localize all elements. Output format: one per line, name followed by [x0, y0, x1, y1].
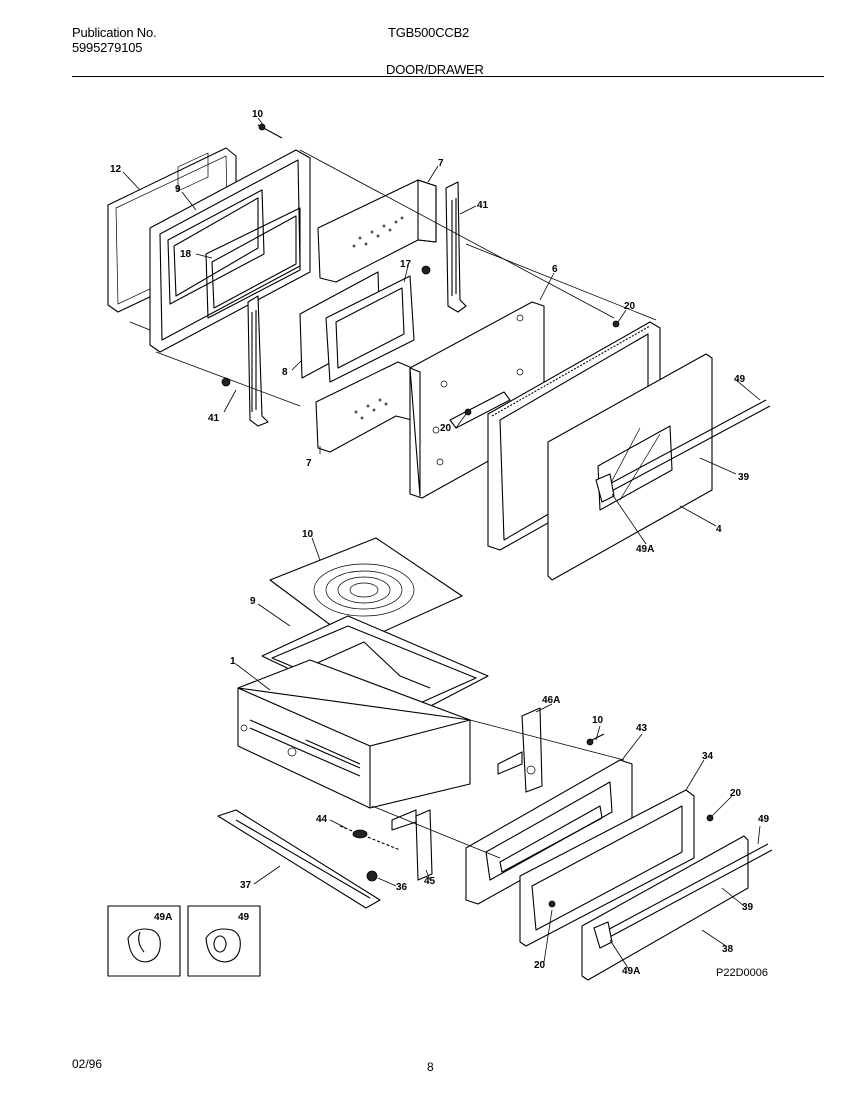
inset-49A-label: 49A	[154, 912, 172, 923]
model-number: TGB500CCB2	[388, 25, 470, 40]
header-rule	[72, 76, 824, 77]
callout-49A: 49A	[636, 544, 654, 555]
callout-46A: 46A	[542, 695, 560, 706]
callout-44: 44	[316, 814, 328, 825]
footer-date: 02/96	[72, 1057, 103, 1071]
callout-37: 37	[240, 880, 252, 891]
part-41-hinge-right	[445, 181, 467, 313]
part-37-rail	[217, 809, 381, 909]
callout-49: 49	[734, 374, 746, 385]
callout-9: 9	[175, 184, 181, 195]
part-41-hinge-left	[247, 295, 269, 427]
part-20-screw-c	[706, 814, 714, 822]
footer-page-number: 8	[427, 1060, 434, 1074]
part-10-screw-top	[257, 123, 283, 139]
callout-9: 9	[250, 596, 256, 607]
callout-7: 7	[306, 458, 312, 469]
part-7-insulation-upper	[317, 179, 437, 283]
part-18-gasket	[177, 152, 209, 192]
inset-49-label: 49	[238, 912, 250, 923]
callout-38: 38	[722, 944, 734, 955]
callout-12: 12	[110, 164, 122, 175]
callout-10: 10	[252, 109, 264, 120]
part-1-drawer-body	[237, 659, 471, 809]
callout-8: 8	[282, 367, 288, 378]
drawing-code: P22D0006	[716, 967, 768, 979]
callout-4: 4	[716, 524, 722, 535]
inset-49A	[107, 905, 181, 977]
leader-lines	[122, 117, 761, 969]
part-44-bolt	[339, 825, 401, 851]
callout-45: 45	[424, 876, 436, 887]
hinge-pin-right	[421, 265, 431, 275]
callout-7: 7	[438, 158, 444, 169]
part-49-door-handle	[595, 399, 771, 503]
callout-20: 20	[534, 960, 546, 971]
callout-20: 20	[624, 301, 636, 312]
part-49-drawer-handle	[593, 843, 773, 949]
callout-1: 1	[230, 656, 236, 667]
callout-39: 39	[742, 902, 754, 913]
callout-41: 41	[208, 413, 220, 424]
section-title: DOOR/DRAWER	[386, 62, 484, 77]
inset-49	[187, 905, 261, 977]
publication-number: 5995279105	[72, 40, 143, 55]
part-36-roller	[366, 870, 378, 882]
part-8-window-pack	[299, 271, 415, 383]
part-20-screw-a	[612, 320, 620, 328]
part-9-inner-door	[149, 149, 311, 353]
callout-17: 17	[400, 259, 412, 270]
callout-36: 36	[396, 882, 408, 893]
callout-20: 20	[440, 423, 452, 434]
publication-label: Publication No.	[72, 25, 157, 40]
callout-39: 39	[738, 472, 750, 483]
part-46A-bracket	[497, 707, 543, 793]
alignment-lines	[129, 149, 657, 859]
part-10-screw-drawer	[586, 733, 605, 746]
callout-10: 10	[592, 715, 604, 726]
callout-10: 10	[302, 529, 314, 540]
callout-20: 20	[730, 788, 742, 799]
part-20-screw-d	[548, 900, 556, 908]
part-20-screw-b	[464, 408, 472, 416]
part-38-drawer-glass	[581, 835, 749, 981]
callout-18: 18	[180, 249, 192, 260]
callout-41: 41	[477, 200, 489, 211]
part-4-outer-glass	[547, 353, 713, 581]
callout-43: 43	[636, 723, 648, 734]
part-10-broiler-grid	[269, 537, 463, 645]
callout-6: 6	[552, 264, 558, 275]
callout-49: 49	[758, 814, 770, 825]
part-45-bracket	[391, 809, 433, 881]
callout-49A: 49A	[622, 966, 640, 977]
callout-34: 34	[702, 751, 714, 762]
